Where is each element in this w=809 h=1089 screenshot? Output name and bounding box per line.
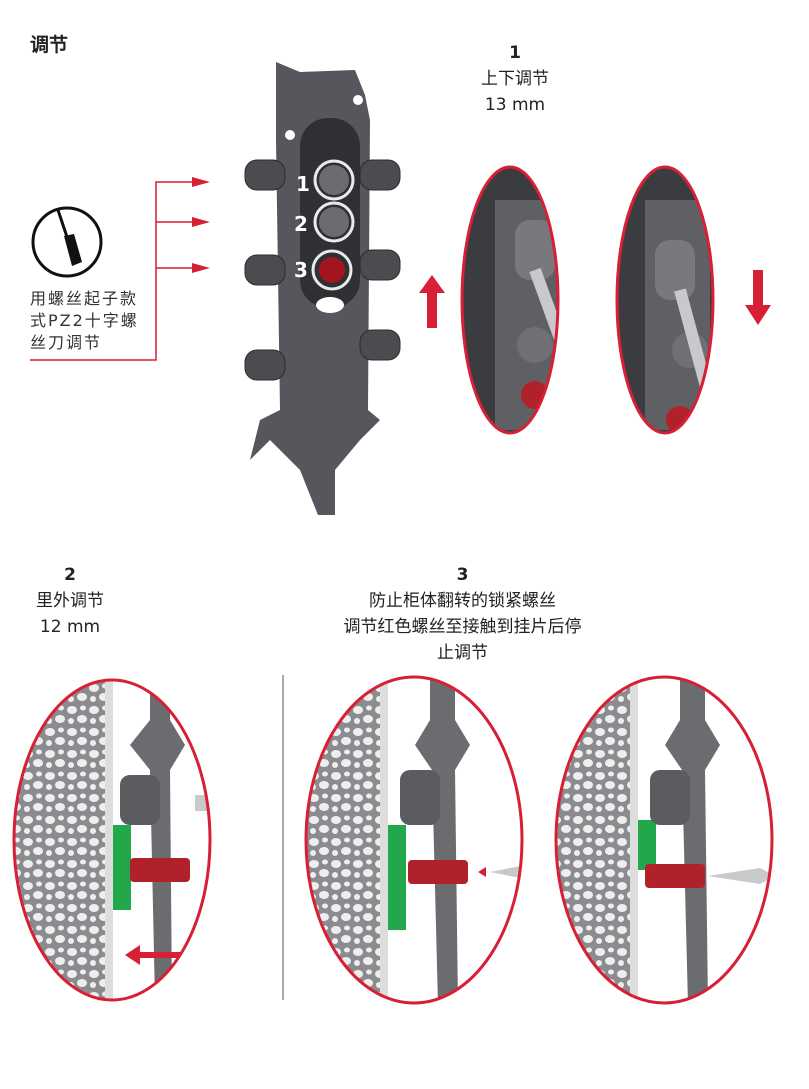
- step-value: 13 mm: [484, 95, 546, 115]
- detail-oval-lock-after: [554, 675, 774, 1005]
- step-desc: 调节红色螺丝至接触到挂片后停: [343, 617, 582, 637]
- screw-label-2: 2: [294, 212, 308, 236]
- step-number: 3: [456, 565, 469, 585]
- tool-note-line: 丝刀调节: [30, 333, 103, 352]
- arrow-down-icon: [745, 270, 771, 325]
- step-2-caption: 2 里外调节 12 mm: [0, 562, 140, 640]
- detail-oval-lock-before: [304, 675, 524, 1005]
- step-label: 上下调节: [481, 69, 549, 89]
- step-desc: 止调节: [437, 643, 488, 663]
- step-3-caption: 3 防止柜体翻转的锁紧螺丝 调节红色螺丝至接触到挂片后停 止调节: [300, 562, 625, 666]
- tool-note-line: 用螺丝起子款: [30, 289, 139, 308]
- step-value: 12 mm: [39, 617, 101, 637]
- step-label: 里外调节: [36, 591, 104, 611]
- callout-lines: [30, 177, 210, 361]
- tool-note: 用螺丝起子款 式PZ2十字螺 丝刀调节: [30, 288, 139, 354]
- screwdriver-icon: [31, 206, 103, 278]
- arrow-up-icon: [419, 275, 445, 328]
- mounting-bracket: [244, 62, 401, 515]
- tool-note-line: 式PZ2十字螺: [30, 311, 139, 330]
- detail-oval-depth: [12, 678, 212, 1002]
- step-label: 防止柜体翻转的锁紧螺丝: [369, 591, 556, 611]
- step-number: 1: [509, 43, 521, 63]
- detail-oval-up: [460, 165, 560, 435]
- detail-oval-down: [615, 165, 715, 435]
- screw-label-3: 3: [294, 258, 308, 282]
- screw-label-1: 1: [296, 172, 310, 196]
- step-1-caption: 1 上下调节 13 mm: [440, 40, 590, 118]
- page-title: 调节: [30, 34, 69, 56]
- step-number: 2: [64, 565, 76, 585]
